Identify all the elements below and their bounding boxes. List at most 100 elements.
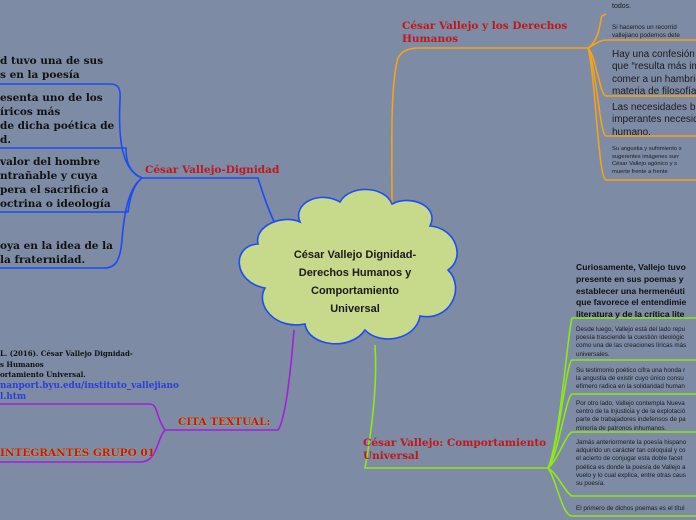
- derechos-item-1-line-1: todos.: [612, 3, 632, 10]
- cita-main-connector: [165, 329, 295, 431]
- comportamiento-item-4-line-6: su poesía.: [576, 480, 606, 488]
- comportamiento-item-3-line-4: minoría de patronos inhumanos.: [576, 424, 667, 432]
- comportamiento-item-4[interactable]: Jamás anteriormente la poesía hispano ad…: [576, 439, 686, 488]
- comportamiento-item-3-line-3: parte de trabajadores indefensos de pa: [576, 416, 686, 424]
- comportamiento-connector-3: [547, 431, 696, 469]
- derechos-title[interactable]: César Vallejo y los Derechos Humanos: [402, 20, 567, 46]
- dignidad-item-3-line-4: octrina o ideología: [0, 198, 111, 210]
- derechos-item-1[interactable]: todos.: [612, 3, 631, 11]
- central-topic[interactable]: César Vallejo Dignidad- Derechos Humanos…: [262, 246, 448, 318]
- comportamiento-title-line-1: César Vallejo: Comportamiento: [363, 437, 547, 449]
- derechos-connectors: [390, 13, 696, 207]
- comportamiento-connector-5: [547, 467, 696, 517]
- comportamiento-item-4-line-3: el acierto de conjugar esta doble facet: [576, 455, 683, 463]
- derechos-item-3[interactable]: Hay una confesión d que “resulta más im …: [612, 49, 696, 98]
- comportamiento-intro-line-5: literatura y de la crítica lite: [576, 309, 685, 320]
- dignidad-item-3-line-2: ntrañable y cuya: [0, 170, 98, 182]
- comportamiento-item-5-line-1: El primero de dichos poemas es el títul: [576, 505, 685, 512]
- derechos-item-2-line-2: vallejiano podemos dete: [612, 32, 680, 40]
- dignidad-item-1[interactable]: d tuvo una de sus s en la poesía: [0, 54, 103, 82]
- derechos-item-3-line-2: que “resulta más im: [612, 61, 696, 73]
- cita-link-line-1[interactable]: nanport.byu.edu/instituto_vallejiano: [0, 380, 179, 391]
- derechos-connector-1: [587, 13, 607, 49]
- comportamiento-item-4-line-4: poética es donde la poesía de Vallejo a: [576, 463, 686, 471]
- derechos-item-5-line-3: César Vallejo agónico y s: [612, 161, 677, 168]
- dignidad-item-1-line-2: s en la poesía: [0, 69, 80, 81]
- derechos-item-4-line-3: humano.: [612, 126, 651, 138]
- dignidad-title[interactable]: César Vallejo-Dignidad: [145, 164, 280, 176]
- cita-connector-link: [0, 403, 166, 431]
- integrantes-connector: [0, 429, 166, 463]
- comportamiento-item-2-line-3: efímero radica en la solidaridad human: [576, 383, 685, 391]
- derechos-connector-5: [587, 47, 696, 181]
- derechos-item-4-line-2: imperantes necesid: [612, 114, 696, 126]
- derechos-title-line-1: César Vallejo y los Derechos: [402, 20, 568, 32]
- central-cloud[interactable]: [238, 188, 458, 345]
- comportamiento-item-4-line-1: Jamás anteriormente la poesía hispano: [576, 439, 687, 446]
- dignidad-connector-4: [0, 177, 143, 269]
- derechos-item-3-line-4: materia de filosofía: [612, 85, 696, 97]
- comportamiento-connector-4: [547, 467, 696, 497]
- comportamiento-intro-line-1: Curiosamente, Vallejo tuvo: [576, 262, 686, 272]
- dignidad-item-2-line-1: esenta uno de los: [0, 92, 103, 104]
- comportamiento-item-1-line-4: universales.: [576, 350, 610, 358]
- dignidad-connector-2: [0, 147, 143, 179]
- derechos-item-3-line-3: comer a un hambrie: [612, 73, 696, 85]
- derechos-item-5-line-4: muerte frente a frente: [612, 168, 668, 175]
- derechos-item-5-line-1: Su angustia y sufrimiento s: [612, 146, 682, 152]
- comportamiento-item-1[interactable]: Desde luego, Vallejo está del lado repu …: [576, 326, 686, 359]
- comportamiento-intro-line-3: establecer una hermenéuti: [576, 285, 685, 296]
- comportamiento-item-2-line-1: Su testimonio poético cifra una honda r: [576, 367, 686, 374]
- derechos-item-4[interactable]: Las necesidades b imperantes necesid hum…: [612, 102, 696, 139]
- central-topic-line-1: César Vallejo Dignidad-: [293, 249, 417, 261]
- cita-reference-line-1: L. (2016). César Vallejo Dignidad-: [0, 349, 133, 358]
- cita-reference[interactable]: L. (2016). César Vallejo Dignidad- s Hum…: [0, 349, 179, 403]
- derechos-item-2-line-1: Si hacemos un recorrid: [612, 24, 677, 31]
- dignidad-connectors: [0, 83, 301, 269]
- dignidad-item-3[interactable]: valor del hombre ntrañable y cuya pera e…: [0, 155, 111, 211]
- comportamiento-item-1-line-2: poesía trasciende la cuestión ideológic: [576, 334, 685, 342]
- derechos-connector-2: [587, 39, 696, 49]
- comportamiento-item-1-line-3: como una de las creaciones líricas más: [576, 342, 687, 350]
- dignidad-item-4-line-1: oya en la idea de la: [0, 240, 113, 252]
- integrantes-title[interactable]: INTEGRANTES GRUPO 01: [0, 447, 155, 459]
- dignidad-item-2[interactable]: esenta uno de los íricos más de dicha po…: [0, 91, 114, 147]
- comportamiento-connectors: [364, 317, 696, 517]
- dignidad-item-4[interactable]: oya en la idea de la la fraternidad.: [0, 239, 113, 267]
- comportamiento-item-4-line-5: vuelo y lo cual explica, entre otras cau…: [576, 471, 686, 479]
- dignidad-item-2-line-4: d.: [0, 134, 11, 146]
- comportamiento-item-3[interactable]: Por otro lado, Vallejo contempla Nueva c…: [576, 400, 686, 433]
- cita-connectors: [0, 329, 295, 463]
- comportamiento-connector-1: [547, 359, 696, 469]
- derechos-item-5-line-2: sugerentes imágenes surr: [612, 153, 680, 160]
- comportamiento-item-2-line-2: la angustia de existir cuyo único consu: [576, 375, 684, 383]
- comportamiento-main-connector: [364, 344, 548, 469]
- cita-title[interactable]: CITA TEXTUAL:: [178, 416, 271, 428]
- comportamiento-item-2[interactable]: Su testimonio poético cifra una honda r …: [576, 367, 685, 392]
- comportamiento-connector-2: [547, 393, 696, 469]
- comportamiento-intro[interactable]: Curiosamente, Vallejo tuvo presente en s…: [576, 262, 686, 321]
- comportamiento-item-3-line-1: Por otro lado, Vallejo contempla Nueva: [576, 400, 685, 407]
- comportamiento-title[interactable]: César Vallejo: Comportamiento Universal: [363, 437, 546, 463]
- dignidad-item-2-line-3: de dicha poética de: [0, 120, 115, 132]
- derechos-item-3-line-1: Hay una confesión d: [612, 49, 696, 60]
- comportamiento-title-line-2: Universal: [363, 450, 419, 462]
- derechos-title-line-2: Humanos: [402, 33, 459, 45]
- cita-reference-line-2: s Humanos: [0, 359, 44, 369]
- central-topic-line-2: Derechos Humanos y: [298, 267, 412, 279]
- comportamiento-intro-line-4: que favorece el entendimie: [576, 297, 687, 308]
- comportamiento-item-5[interactable]: El primero de dichos poemas es el títul: [576, 505, 685, 513]
- derechos-main-connector: [390, 47, 588, 207]
- comportamiento-item-4-line-2: adquirido un carácter tan coloquial y co: [576, 447, 686, 455]
- dignidad-item-3-line-3: pera el sacrificio a: [0, 184, 109, 196]
- dignidad-item-2-line-2: íricos más: [0, 106, 61, 118]
- derechos-item-5[interactable]: Su angustia y sufrimiento s sugerentes i…: [612, 146, 682, 176]
- dignidad-item-4-line-2: la fraternidad.: [0, 254, 86, 266]
- dignidad-item-1-line-1: d tuvo una de sus: [0, 55, 104, 67]
- derechos-connector-4: [587, 47, 696, 137]
- derechos-connector-3: [587, 47, 696, 97]
- derechos-item-2[interactable]: Si hacemos un recorrid vallejiano podemo…: [612, 24, 680, 40]
- cita-link-line-2[interactable]: l.htm: [0, 391, 27, 402]
- derechos-item-4-line-1: Las necesidades b: [612, 102, 696, 113]
- comportamiento-intro-line-2: presente en sus poemas y: [576, 273, 684, 284]
